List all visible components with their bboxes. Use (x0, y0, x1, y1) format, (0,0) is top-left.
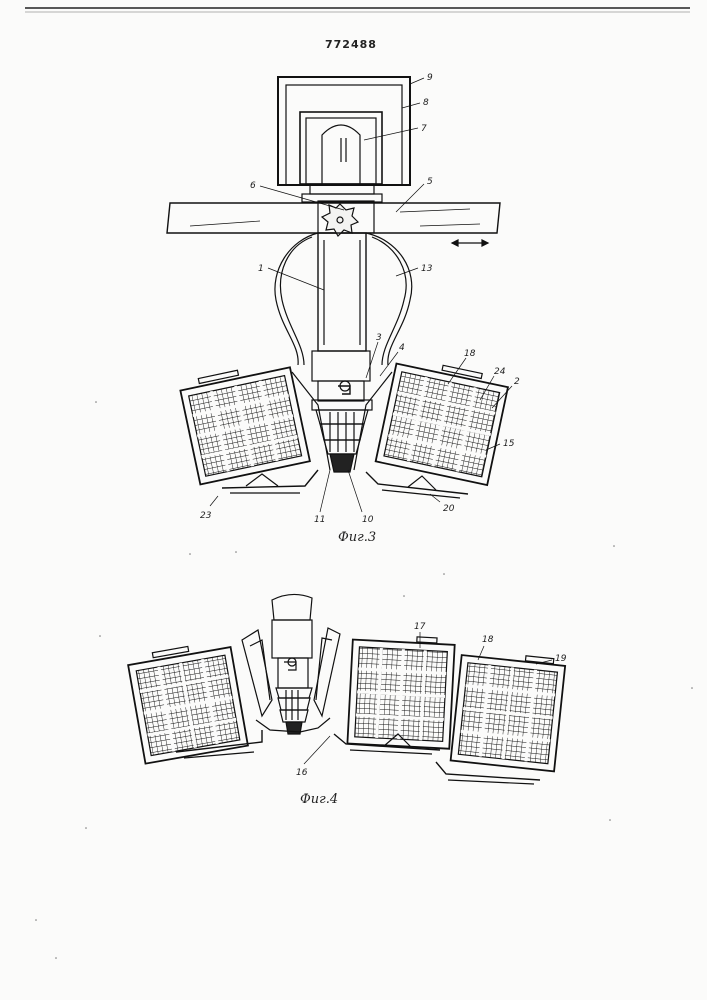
callout-1: 1 (258, 264, 264, 274)
callout-16: 16 (296, 768, 308, 778)
callout-15: 15 (503, 439, 515, 449)
figure-4-middle-panel (334, 634, 455, 754)
callout-18: 18 (464, 349, 476, 359)
callout-7: 7 (421, 124, 427, 134)
callout-24: 24 (494, 367, 506, 377)
callout-19: 19 (555, 654, 567, 664)
callout-6: 6 (250, 181, 256, 191)
callout-3: 3 (376, 333, 382, 343)
callout-4: 4 (399, 343, 405, 353)
callout-20: 20 (443, 504, 455, 514)
callout-10: 10 (362, 515, 374, 525)
callout-13: 13 (421, 264, 433, 274)
figure-3-left-panel (179, 359, 318, 493)
figure-4-spindle (242, 594, 340, 734)
callout-8: 8 (423, 98, 429, 108)
callout-17: 17 (414, 622, 426, 632)
callout-11: 11 (314, 515, 325, 525)
figure-3-caption: Фиг.3 (338, 530, 376, 545)
callout-9: 9 (427, 73, 433, 83)
figure-4-left-panel (127, 639, 262, 763)
callout-18-fig4: 18 (482, 635, 494, 645)
callout-2: 2 (514, 377, 520, 387)
figure-4-caption: Фиг.4 (300, 792, 338, 807)
callout-23: 23 (200, 511, 212, 521)
figure-4-right-panel (436, 649, 566, 784)
callout-5: 5 (427, 177, 433, 187)
